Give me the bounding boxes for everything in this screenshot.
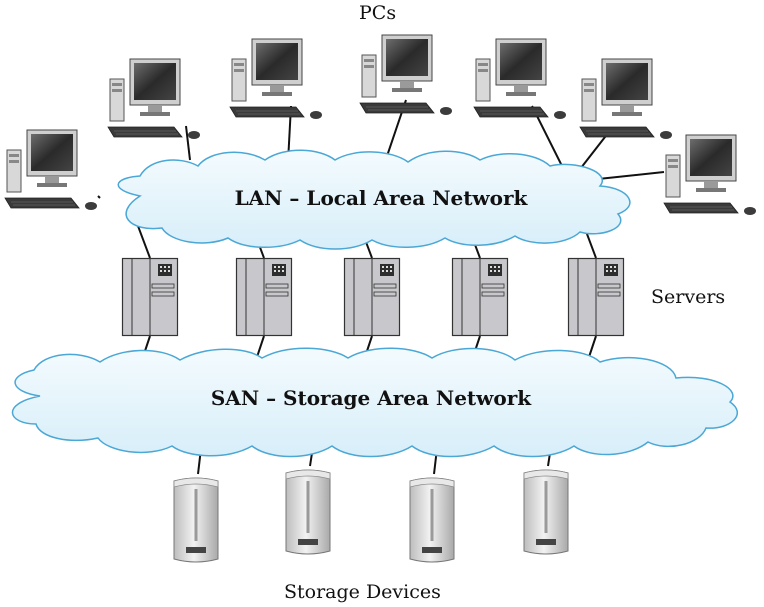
desktop-pc-icon <box>359 34 453 116</box>
lan-cloud <box>117 149 631 250</box>
server-tower-icon <box>235 257 293 337</box>
storage-group <box>172 468 570 564</box>
san-cloud <box>11 347 738 458</box>
desktop-pc-icon <box>473 38 567 120</box>
storage-device-icon <box>522 468 570 556</box>
pc-link-line <box>97 195 101 199</box>
pcs-caption: PCs <box>359 2 397 24</box>
server-lan-link-line <box>137 225 151 259</box>
storage-device-icon <box>408 476 456 564</box>
server-tower-icon <box>451 257 509 337</box>
desktop-pc-icon <box>4 129 98 211</box>
server-tower-icon <box>121 257 179 337</box>
server-tower-icon <box>567 257 625 337</box>
storage-caption: Storage Devices <box>284 581 441 603</box>
server-tower-icon <box>343 257 401 337</box>
desktop-pc-icon <box>663 134 757 216</box>
san-label: SAN – Storage Area Network <box>210 386 532 410</box>
server-group <box>121 257 625 337</box>
servers-caption: Servers <box>651 286 726 308</box>
pc-link-line <box>185 125 191 161</box>
lan-label: LAN – Local Area Network <box>234 186 528 210</box>
desktop-pc-icon <box>229 38 323 120</box>
storage-device-icon <box>172 476 220 564</box>
storage-device-icon <box>284 468 332 556</box>
desktop-pc-icon <box>579 58 673 140</box>
